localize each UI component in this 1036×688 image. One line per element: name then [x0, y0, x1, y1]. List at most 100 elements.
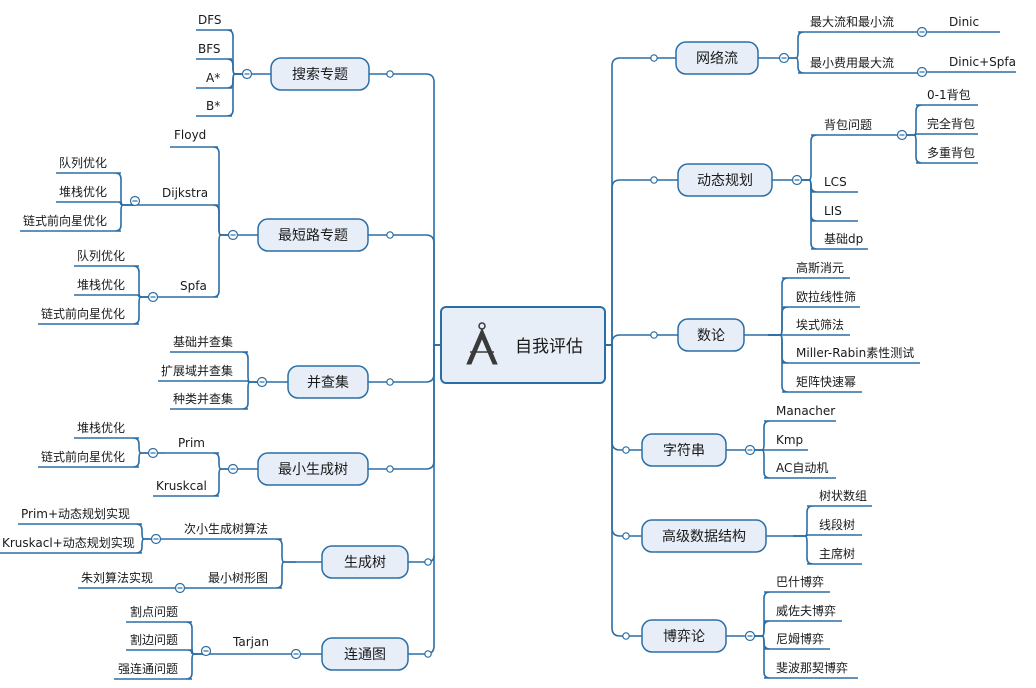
topic-box[interactable] — [641, 433, 727, 467]
branch-handle-icon[interactable] — [650, 176, 658, 184]
connector — [38, 452, 153, 468]
leaf-forward-star-opt: 链式前向星优化 — [41, 306, 125, 321]
branch-handle-icon[interactable] — [386, 231, 394, 239]
topic-label: 最短路专题 — [278, 228, 348, 244]
topic-box[interactable] — [677, 163, 773, 197]
connector — [368, 344, 441, 383]
connector — [158, 380, 262, 383]
connector — [605, 344, 642, 451]
connector — [768, 334, 862, 393]
central-topic-box[interactable] — [440, 306, 606, 384]
topic-box[interactable] — [675, 41, 759, 75]
topic-box[interactable] — [257, 452, 369, 486]
leaf-tarjan: Tarjan — [232, 635, 269, 649]
leaf-kruskal: Kruskcal — [156, 479, 207, 493]
leaf-heap-opt: 堆栈优化 — [59, 184, 107, 199]
topic-spanning-tree[interactable]: 生成树 — [321, 545, 409, 579]
topic-label: 字符串 — [663, 443, 705, 459]
branch-handle-icon[interactable] — [650, 331, 658, 339]
leaf-kruskal-dp: Kruskacl+动态规划实现 — [2, 535, 135, 550]
topic-connectivity[interactable]: 连通图 — [321, 637, 409, 671]
connector-lines — [0, 26, 1016, 680]
topic-box[interactable] — [321, 545, 409, 579]
leaf-manacher: Manacher — [776, 404, 835, 418]
central-topic[interactable]: 自我评估 — [440, 306, 606, 384]
topic-label: 最小生成树 — [278, 462, 348, 478]
leaf-matrix-power: 矩阵快速幂 — [796, 375, 856, 389]
topic-box[interactable] — [270, 57, 370, 91]
leaf-min-cost-max-flow: 最小费用最大流 — [810, 56, 894, 70]
leaf-basic-dsu: 基础并查集 — [173, 334, 233, 349]
branch-handle-icon[interactable] — [622, 632, 630, 640]
leaf-bridge: 割边问题 — [130, 632, 178, 647]
topic-number-theory[interactable]: 数论 — [677, 318, 745, 352]
connector — [38, 296, 153, 325]
leaf-persistent-segment-tree: 主席树 — [819, 546, 855, 561]
leaf-chu-liu: 朱刘算法实现 — [81, 570, 153, 585]
leaf-miller-rabin: Miller-Rabin素性测试 — [796, 345, 914, 360]
branch-handle-icon[interactable] — [386, 378, 394, 386]
leaf-prim: Prim — [178, 436, 205, 450]
topic-shortest-path[interactable]: 最短路专题 — [257, 218, 369, 252]
topic-box[interactable] — [677, 318, 745, 352]
topic-advanced-ds[interactable]: 高级数据结构 — [641, 519, 767, 553]
topic-label: 博弈论 — [663, 628, 705, 645]
topic-network-flow[interactable]: 网络流 — [675, 41, 759, 75]
topic-box[interactable] — [641, 619, 727, 653]
connector — [196, 73, 247, 89]
connector — [0, 538, 156, 554]
connector — [605, 334, 678, 346]
leaf-kind-dsu: 种类并查集 — [173, 391, 233, 406]
topic-box[interactable] — [287, 365, 369, 399]
topic-game-theory[interactable]: 博弈论 — [641, 619, 727, 653]
mind-map-nodes: 自我评估 搜索专题 DFS BFS A* B* 最短路专题 Floyd Dijk… — [2, 13, 1016, 676]
connector — [165, 452, 233, 470]
connector — [902, 134, 978, 164]
leaf-queue-opt: 队列优化 — [59, 155, 107, 170]
leaf-bash-game: 巴什博弈 — [776, 574, 824, 589]
branch-handle-icon[interactable] — [386, 465, 394, 473]
topic-box[interactable] — [641, 519, 767, 553]
leaf-bfs: BFS — [198, 42, 221, 56]
topic-mst[interactable]: 最小生成树 — [257, 452, 369, 486]
branch-handle-icon[interactable] — [622, 532, 630, 540]
connector — [170, 381, 262, 410]
topic-label: 网络流 — [696, 51, 738, 67]
topic-search[interactable]: 搜索专题 — [270, 57, 370, 91]
connector — [784, 31, 922, 59]
leaf-prim-dp: Prim+动态规划实现 — [21, 506, 130, 521]
connector — [369, 73, 441, 346]
branch-handle-icon[interactable] — [622, 446, 630, 454]
leaf-dfs: DFS — [198, 13, 222, 27]
leaf-lis: LIS — [824, 204, 842, 218]
topic-box[interactable] — [257, 218, 369, 252]
topic-label: 并查集 — [307, 374, 349, 391]
connector — [153, 468, 233, 497]
leaf-knapsack: 背包问题 — [824, 118, 872, 132]
connector — [793, 535, 862, 565]
connector — [797, 134, 900, 181]
branch-handle-icon[interactable] — [424, 650, 432, 658]
leaf-dijkstra: Dijkstra — [162, 186, 208, 200]
leaf-max-min-flow: 最大流和最小流 — [810, 15, 894, 29]
branch-handle-icon[interactable] — [650, 54, 658, 62]
leaf-floyd: Floyd — [174, 128, 206, 142]
leaf-segment-tree: 线段树 — [819, 517, 855, 532]
leaf-lcs: LCS — [824, 175, 847, 189]
topic-label: 动态规划 — [697, 173, 753, 189]
connector — [160, 204, 233, 236]
topic-dynamic-programming[interactable]: 动态规划 — [677, 163, 773, 197]
topic-box[interactable] — [321, 637, 409, 671]
leaf-a-star: A* — [206, 71, 220, 85]
connector — [784, 57, 922, 74]
connector — [196, 58, 247, 75]
leaf-second-mst: 次小生成树算法 — [184, 521, 268, 536]
topic-string[interactable]: 字符串 — [641, 433, 727, 467]
branch-handle-icon[interactable] — [424, 558, 432, 566]
branch-handle-icon[interactable] — [386, 70, 394, 78]
leaf-spfa: Spfa — [180, 279, 207, 293]
leaf-min-arborescence: 最小树形图 — [208, 570, 268, 585]
leaf-scc: 强连通问题 — [118, 661, 178, 676]
topic-union-find[interactable]: 并查集 — [287, 365, 369, 399]
connector — [605, 344, 642, 637]
